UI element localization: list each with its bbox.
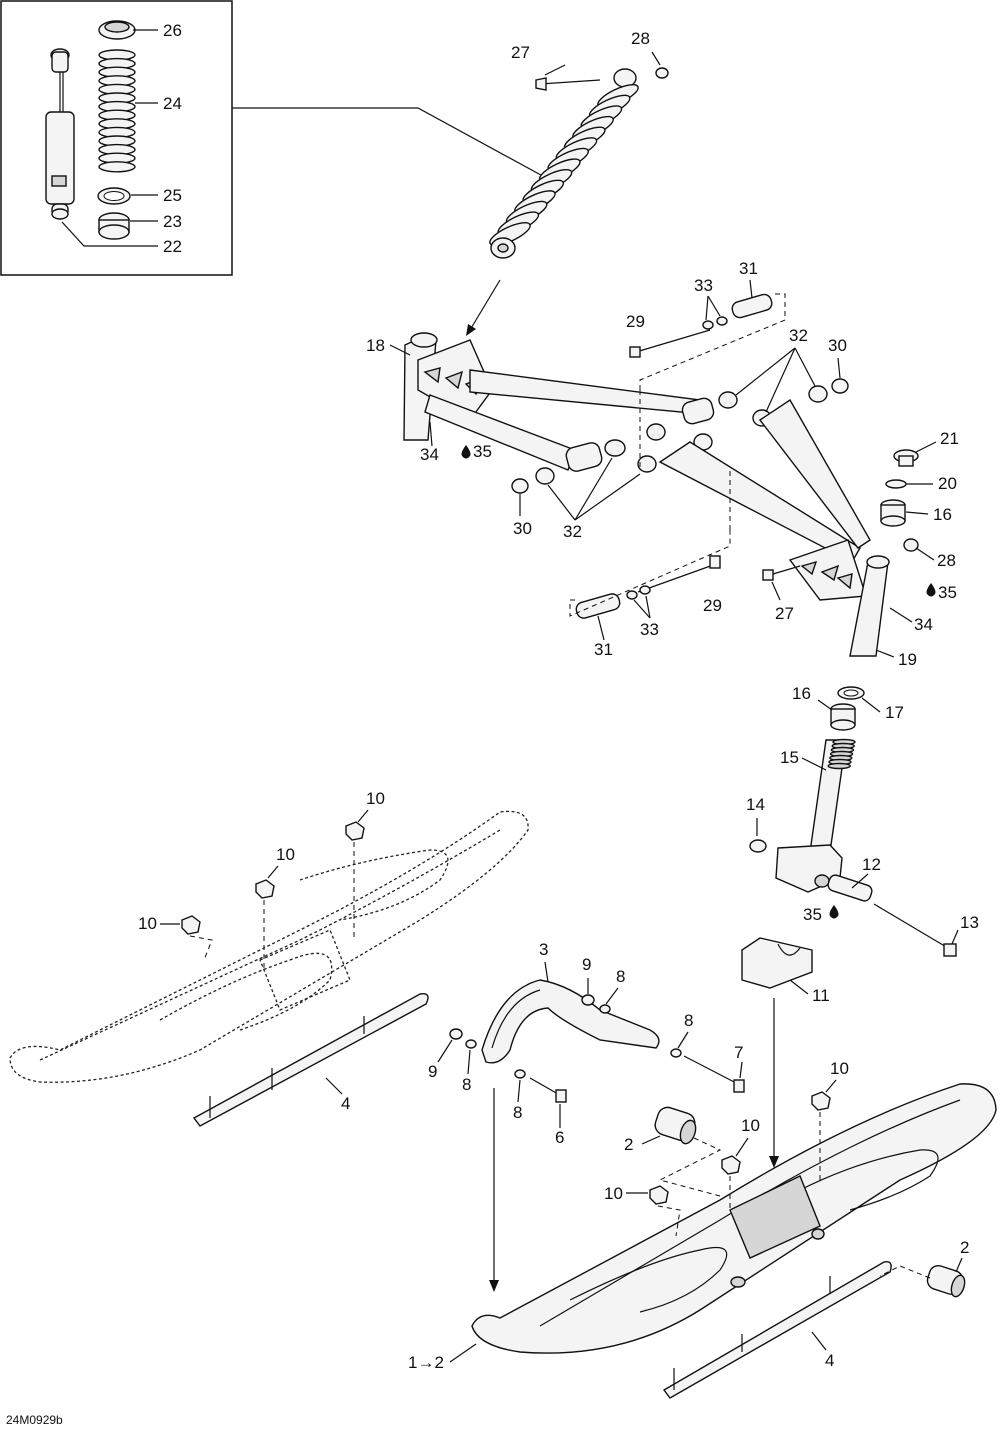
ski-part	[471, 1083, 997, 1354]
callout-10-e: 10	[741, 1116, 760, 1135]
lubricant-drop-icon	[461, 445, 471, 459]
callout-29-lower: 29	[703, 596, 722, 615]
callout-35-spindle: 35	[803, 905, 822, 924]
callout-30-lower: 30	[513, 519, 532, 538]
callout-8-d: 8	[513, 1103, 522, 1122]
callout-9-a: 9	[582, 955, 591, 974]
callout-15: 15	[780, 748, 799, 767]
callout-30: 30	[828, 336, 847, 355]
runner-left-part	[192, 993, 429, 1127]
lower-a-arm-part	[658, 399, 890, 657]
bolt-27-part	[762, 565, 801, 581]
callout-35: 35	[473, 442, 492, 461]
callout-35-right: 35	[938, 583, 957, 602]
bolt-7-part	[683, 1055, 745, 1093]
callout-26: 26	[163, 21, 182, 40]
callout-17: 17	[885, 703, 904, 722]
cap-part	[893, 449, 919, 467]
callout-27: 27	[511, 43, 530, 62]
callout-20: 20	[938, 474, 957, 493]
callout-10-d: 10	[830, 1059, 849, 1078]
damper-part	[45, 48, 75, 220]
pivot-bolt-lower-part	[575, 555, 721, 619]
bolt-13-part	[873, 903, 957, 957]
callout-25: 25	[163, 186, 182, 205]
callout-8-b: 8	[684, 1011, 693, 1030]
adjuster-nut-part	[98, 212, 130, 240]
callout-10-a: 10	[366, 789, 385, 808]
callout-3: 3	[539, 940, 548, 959]
callout-8-c: 8	[462, 1075, 471, 1094]
callout-28: 28	[631, 29, 650, 48]
nut-10-part	[181, 821, 365, 935]
callout-32-lower: 32	[563, 522, 582, 541]
bumper-2-part	[654, 1106, 697, 1145]
callout-16-lower: 16	[792, 684, 811, 703]
callout-18: 18	[366, 336, 385, 355]
sleeve-12-part	[827, 874, 873, 902]
bushings-left-part	[511, 423, 713, 494]
bushing-lower-part	[830, 703, 856, 731]
ghost-ski-part	[9, 810, 529, 1083]
callout-13: 13	[960, 913, 979, 932]
callout-2-a: 2	[624, 1135, 633, 1154]
callout-12: 12	[862, 855, 881, 874]
nut-10-right-part	[649, 1091, 831, 1205]
nut-14-part	[749, 839, 767, 853]
callout-24: 24	[163, 94, 182, 113]
bumper-2b-part	[926, 1264, 966, 1298]
bolt-6-part	[529, 1077, 567, 1103]
callout-10-b: 10	[276, 845, 295, 864]
drawing-code: 24M0929b	[6, 1413, 63, 1427]
lubricant-drop-icon	[829, 905, 839, 919]
seal-part	[837, 686, 865, 700]
callout-2-b: 2	[960, 1238, 969, 1257]
callout-8-a: 8	[616, 967, 625, 986]
callout-21: 21	[940, 429, 959, 448]
spindle-part	[775, 738, 856, 893]
callout-31: 31	[739, 259, 758, 278]
nut-part	[903, 538, 919, 552]
callout-9-b: 9	[428, 1062, 437, 1081]
callout-4-left: 4	[341, 1094, 350, 1113]
callout-27-lower: 27	[775, 604, 794, 623]
callout-33: 33	[694, 276, 713, 295]
callout-14: 14	[746, 795, 765, 814]
callout-34-right: 34	[914, 615, 933, 634]
callout-31-lower: 31	[594, 640, 613, 659]
shock-assembly-part	[489, 67, 669, 259]
upper-a-arm-part	[403, 332, 715, 472]
callout-28-lower: 28	[937, 551, 956, 570]
callout-23: 23	[163, 212, 182, 231]
callout-7: 7	[734, 1043, 743, 1062]
callout-10-f: 10	[604, 1184, 623, 1203]
callout-4-right: 4	[825, 1351, 834, 1370]
callout-33-lower: 33	[640, 620, 659, 639]
callout-34: 34	[420, 445, 439, 464]
spring-part	[98, 49, 136, 173]
inset-frame	[0, 0, 233, 276]
bushing-part	[880, 499, 906, 527]
spring-cap-part	[98, 20, 136, 40]
stopper-part	[741, 937, 813, 989]
callout-22: 22	[163, 237, 182, 256]
washer-part	[885, 479, 907, 489]
callout-10-c: 10	[138, 914, 157, 933]
lubricant-drop-icon	[926, 583, 936, 597]
pivot-bolt-upper-part	[629, 293, 773, 358]
runner-right-part	[662, 1261, 892, 1399]
callout-32: 32	[789, 326, 808, 345]
washers-part	[449, 994, 682, 1079]
callout-29: 29	[626, 312, 645, 331]
handle-part	[481, 979, 660, 1064]
callout-1to2: 1→2	[408, 1353, 444, 1372]
callout-16: 16	[933, 505, 952, 524]
shock-inset: 26 24 25 23 22	[0, 0, 233, 276]
callout-11: 11	[812, 986, 830, 1005]
callout-19: 19	[898, 650, 917, 669]
callout-6: 6	[555, 1128, 564, 1147]
